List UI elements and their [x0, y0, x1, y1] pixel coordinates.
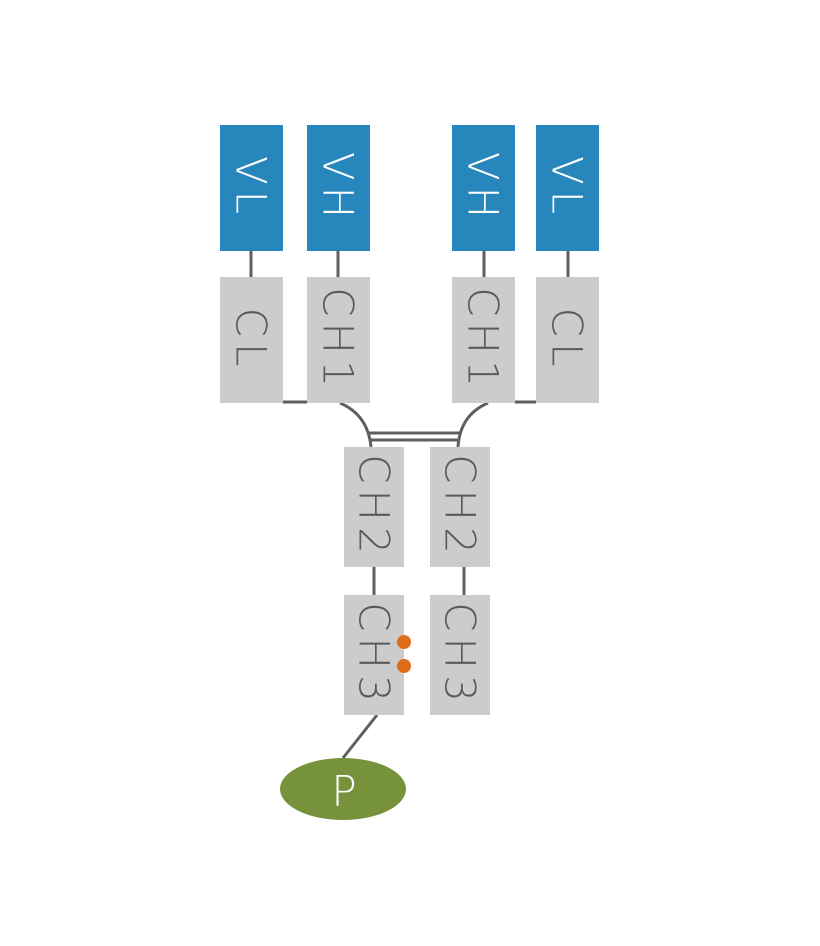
- domain-ch1-left: CH1: [307, 277, 370, 403]
- domain-vh-right: VH: [452, 125, 515, 251]
- domain-cl-right: CL: [536, 277, 599, 403]
- hinge-right: [456, 401, 489, 448]
- conjugation-site: [397, 635, 411, 649]
- domain-ch3-left: CH3: [344, 595, 404, 715]
- connectors: [249, 251, 570, 759]
- domain-label: CH1: [459, 287, 508, 393]
- hinge-left: [339, 401, 373, 448]
- domain-label: VL: [227, 156, 276, 220]
- domain-label: CH1: [314, 287, 363, 393]
- domain-label: VL: [543, 156, 592, 220]
- domain-vh-left: VH: [307, 125, 370, 251]
- domain-ch2-left: CH2: [344, 447, 404, 567]
- domain-ch2-right: CH2: [430, 447, 490, 567]
- domain-label: CH3: [436, 602, 485, 708]
- domain-label: CL: [543, 308, 592, 373]
- domain-ch1-right: CH1: [452, 277, 515, 403]
- payload-label: P: [331, 767, 356, 816]
- domain-label: VH: [459, 152, 508, 224]
- linker-to-payload: [341, 714, 379, 759]
- domain-label: CL: [227, 308, 276, 373]
- payload-ellipse: [280, 758, 406, 820]
- domain-vl-left: VL: [220, 125, 283, 251]
- domain-vl-right: VL: [536, 125, 599, 251]
- domain-ch3-right: CH3: [430, 595, 490, 715]
- domain-label: CH2: [436, 454, 485, 560]
- payload: P: [280, 758, 406, 820]
- domain-label: CH2: [350, 454, 399, 560]
- domain-label: VH: [314, 152, 363, 224]
- conjugation-site: [397, 659, 411, 673]
- domain-cl-left: CL: [220, 277, 283, 403]
- domain-label: CH3: [350, 602, 399, 708]
